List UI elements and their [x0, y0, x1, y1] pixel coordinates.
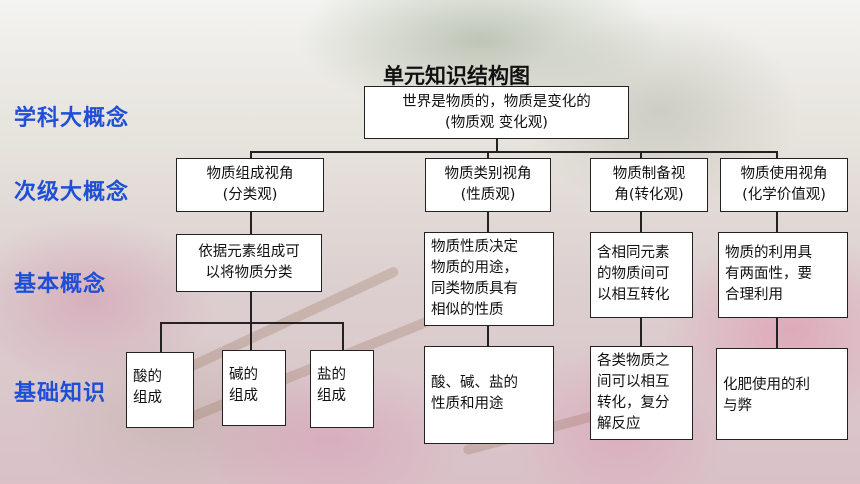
perspective-box-preparation: 物质制备视 角(转化观) — [590, 158, 708, 212]
concept-line: 物质的利用具 — [725, 245, 812, 261]
concept-line: 合理利用 — [725, 287, 783, 303]
concept-box-classification: 依据元素组成可 以将物质分类 — [176, 234, 322, 292]
level-label-secondary: 次级大概念 — [14, 180, 130, 205]
knowledge-box-properties: 酸、碱、盐的 性质和用途 — [424, 346, 554, 444]
perspective-line: (分类观) — [222, 187, 278, 203]
connector-line — [487, 326, 489, 346]
knowledge-line: 组成 — [317, 388, 346, 404]
connector-line — [776, 318, 778, 348]
knowledge-box-base: 碱的 组成 — [222, 350, 286, 426]
perspective-line: 物质使用视角 — [740, 166, 828, 182]
knowledge-box-fertilizer: 化肥使用的利 与弊 — [716, 348, 848, 440]
knowledge-line: 酸、碱、盐的 — [431, 375, 518, 391]
perspective-box-category: 物质类别视角 (性质观) — [425, 158, 551, 212]
connector-line — [776, 212, 778, 232]
root-concept-box: 世界是物质的，物质是变化的 (物质观 变化观) — [364, 86, 629, 139]
perspective-line: 角(转化观) — [614, 187, 684, 203]
concept-box-conversion: 含相同元素 的物质间可 以相互转化 — [590, 232, 693, 318]
concept-line: 含相同元素 — [597, 245, 670, 261]
root-concept-line: 世界是物质的，物质是变化的 — [402, 93, 591, 110]
connector-line — [487, 151, 489, 159]
perspective-line: (化学价值观) — [742, 187, 826, 203]
knowledge-line: 间可以相互 — [597, 374, 670, 390]
level-label-discipline: 学科大概念 — [14, 106, 130, 131]
diagram-title: 单元知识结构图 — [383, 64, 530, 88]
knowledge-line: 解反应 — [597, 416, 641, 432]
connector-line — [250, 322, 252, 350]
connector-line — [640, 318, 642, 346]
connector-line — [776, 151, 778, 159]
concept-line: 物质性质决定 — [431, 239, 518, 255]
level-label-basic-concept: 基本概念 — [14, 272, 107, 297]
knowledge-line: 盐的 — [317, 367, 346, 383]
connector-line — [640, 151, 642, 159]
level-label-basic-knowledge: 基础知识 — [14, 381, 107, 406]
connector-line — [250, 151, 777, 153]
concept-line: 同类物质具有 — [431, 281, 518, 297]
connector-line — [250, 212, 252, 234]
perspective-box-usage: 物质使用视角 (化学价值观) — [720, 158, 848, 212]
knowledge-box-acid: 酸的 组成 — [126, 352, 194, 428]
knowledge-line: 组成 — [133, 390, 162, 406]
concept-line: 的物质间可 — [597, 266, 670, 282]
concept-line: 以将物质分类 — [205, 265, 293, 281]
root-concept-line: (物质观 变化观) — [445, 114, 548, 131]
knowledge-line: 组成 — [229, 388, 258, 404]
connector-line — [160, 322, 162, 352]
knowledge-line: 酸的 — [133, 369, 162, 385]
concept-box-properties: 物质性质决定 物质的用途， 同类物质具有 相似的性质 — [424, 232, 554, 326]
knowledge-box-reactions: 各类物质之 间可以相互 转化，复分 解反应 — [590, 346, 693, 440]
perspective-line: 物质制备视 — [612, 166, 686, 182]
connector-line — [496, 138, 498, 152]
concept-line: 依据元素组成可 — [198, 244, 300, 260]
knowledge-line: 各类物质之 — [597, 353, 670, 369]
knowledge-line: 化肥使用的利 — [723, 377, 810, 393]
concept-line: 以相互转化 — [597, 287, 670, 303]
knowledge-line: 转化，复分 — [597, 395, 670, 411]
connector-line — [250, 151, 252, 159]
concept-line: 相似的性质 — [431, 302, 504, 318]
knowledge-line: 碱的 — [229, 367, 258, 383]
connector-line — [250, 292, 252, 323]
perspective-line: 物质类别视角 — [444, 166, 532, 182]
connector-line — [342, 322, 344, 350]
concept-line: 有两面性，要 — [725, 266, 812, 282]
perspective-box-composition: 物质组成视角 (分类观) — [176, 158, 324, 212]
connector-line — [487, 212, 489, 232]
knowledge-box-salt: 盐的 组成 — [310, 350, 374, 428]
concept-line: 物质的用途， — [431, 260, 518, 276]
perspective-line: (性质观) — [460, 187, 516, 203]
knowledge-line: 性质和用途 — [431, 396, 504, 412]
concept-box-utilization: 物质的利用具 有两面性，要 合理利用 — [718, 232, 848, 318]
perspective-line: 物质组成视角 — [206, 166, 294, 182]
connector-line — [640, 212, 642, 232]
knowledge-line: 与弊 — [723, 398, 752, 414]
